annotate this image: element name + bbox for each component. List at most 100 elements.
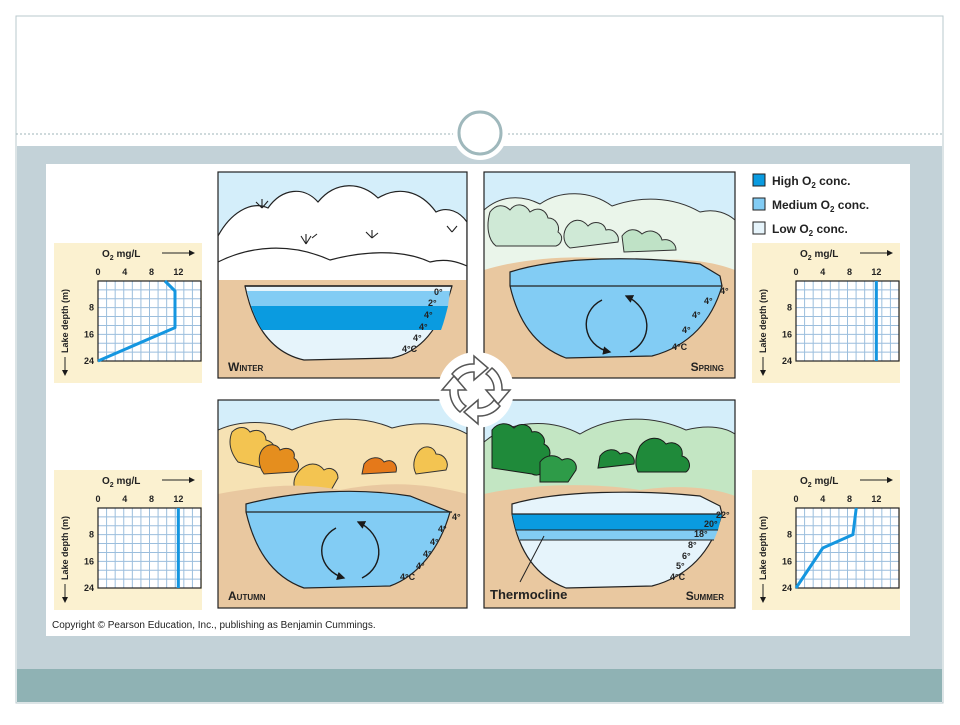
summer-temp-0: 22°: [716, 510, 730, 520]
summer-y-tick: 8: [787, 530, 792, 540]
winter-x-tick: 4: [122, 267, 127, 277]
summer-x-tick: 8: [847, 494, 852, 504]
summer-foliage-right: [635, 437, 690, 473]
panel-autumn: Autumn 4° 4° 4° 4° 4° 4°C: [217, 399, 468, 609]
spring-y-tick: 16: [782, 329, 792, 339]
divider-ornament-ring: [457, 110, 503, 156]
footer-band: [17, 669, 942, 702]
summer-thermocline-pointer: [519, 535, 545, 583]
autumn-y-tick: 16: [84, 556, 94, 566]
autumn-y-tick: 24: [84, 583, 94, 593]
summer-temp-6: 4°C: [670, 572, 686, 582]
winter-medium-layer: [247, 291, 450, 306]
x-axis-sub: 2: [808, 482, 812, 489]
spring-x-tick: 12: [871, 267, 881, 277]
winter-temp-1: 2°: [428, 298, 437, 308]
cycle-arrow-bottom: [462, 398, 501, 426]
x-axis-o: O: [800, 249, 808, 260]
copyright-text: Copyright © Pearson Education, Inc., pub…: [52, 620, 376, 631]
season-cycle-icon: [438, 352, 514, 428]
autumn-lake: [245, 490, 451, 589]
spring-foliage-left: [487, 204, 563, 247]
legend-high-swatch: [752, 173, 766, 187]
winter-x-tick: 8: [149, 267, 154, 277]
summer-medium-layer: [516, 530, 718, 540]
x-axis-o: O: [800, 476, 808, 487]
winter-label: Winter: [228, 360, 264, 374]
spring-x-tick: 4: [820, 267, 825, 277]
cycle-arrow-left: [440, 374, 468, 413]
x-axis-unit: mg/L: [114, 476, 141, 487]
autumn-hills: [218, 418, 467, 501]
winter-y-tick: 8: [89, 303, 94, 313]
summer-x-axis-title: O2 mg/L: [800, 476, 838, 489]
summer-temp-1: 20°: [704, 519, 718, 529]
autumn-grid: [98, 508, 201, 588]
summer-x-tick: 12: [871, 494, 881, 504]
summer-temp-3: 8°: [688, 540, 697, 550]
autumn-foliage-yellow-2: [293, 463, 339, 493]
spring-lake: [509, 258, 723, 359]
summer-foliage-mid-2: [597, 449, 635, 469]
autumn-temp-0: 4°: [452, 512, 461, 522]
summer-x-tick: 0: [793, 494, 798, 504]
winter-temp-2: 4°: [424, 310, 433, 320]
autumn-y-tick: 8: [89, 530, 94, 540]
autumn-foliage-orange-2: [361, 457, 397, 475]
spring-x-tick: 0: [793, 267, 798, 277]
autumn-mixing-arrow-left: [321, 527, 346, 580]
spring-foliage-mid: [563, 219, 619, 249]
legend-low-swatch: [752, 221, 766, 235]
winter-temp-4: 4°: [413, 333, 422, 343]
summer-frame: [483, 399, 736, 609]
winter-plot-border: [97, 280, 202, 362]
spring-temp-1: 4°: [704, 296, 713, 306]
winter-temp-0: 0°: [434, 287, 443, 297]
spring-mixing-arrow-left: [585, 299, 612, 355]
legend-medium-label: Medium O2 conc.: [772, 198, 869, 214]
legend-medium-swatch: [752, 197, 766, 211]
x-axis-sub: 2: [808, 255, 812, 262]
autumn-x-axis-title: O2 mg/L: [102, 476, 140, 489]
legend: High O2 conc. Medium O2 conc. Low O2 con…: [752, 173, 869, 238]
autumn-label: Autumn: [228, 589, 266, 603]
autumn-x-tick: 4: [122, 494, 127, 504]
cycle-arrow-top: [451, 354, 490, 382]
autumn-mixing-arrow-right: [356, 521, 380, 579]
spring-temp-2: 4°: [692, 310, 701, 320]
legend-high-label: High O2 conc.: [772, 174, 850, 190]
winter-frame: [217, 171, 468, 379]
summer-temp-2: 18°: [694, 529, 708, 539]
panel-spring: Spring 4° 4° 4° 4° 4°C: [483, 171, 736, 379]
spring-frame: [483, 171, 736, 379]
spring-y-tick: 8: [787, 303, 792, 313]
winter-x-axis-title: O2 mg/L: [102, 249, 140, 262]
summer-temp-4: 6°: [682, 551, 691, 561]
autumn-y-axis-title: Lake depth (m): [60, 516, 70, 580]
spring-temp-4: 4°C: [672, 342, 688, 352]
spring-x-tick: 8: [847, 267, 852, 277]
autumn-temp-3: 4°: [423, 549, 432, 559]
divider-ornament: [453, 106, 507, 160]
autumn-plot-border: [97, 507, 202, 589]
summer-temp-5: 5°: [676, 561, 685, 571]
spring-plot-border: [795, 280, 900, 362]
autumn-temp-2: 4°: [430, 537, 439, 547]
summer-plot-border: [795, 507, 900, 589]
winter-oxygen-profile: [97, 279, 177, 363]
spring-y-axis-title: Lake depth (m): [758, 289, 768, 353]
summer-y-tick: 24: [782, 583, 792, 593]
cycle-arrow-right: [484, 367, 512, 406]
summer-label: Summer: [686, 589, 724, 603]
spring-label: Spring: [691, 360, 724, 374]
x-axis-unit: mg/L: [812, 476, 839, 487]
autumn-x-tick: 12: [173, 494, 183, 504]
autumn-foliage-orange: [258, 444, 299, 475]
spring-temp-0: 4°: [720, 286, 729, 296]
autumn-x-tick: 8: [149, 494, 154, 504]
autumn-temp-1: 4°: [438, 524, 447, 534]
spring-foliage-right: [621, 229, 677, 253]
x-axis-o: O: [102, 249, 110, 260]
